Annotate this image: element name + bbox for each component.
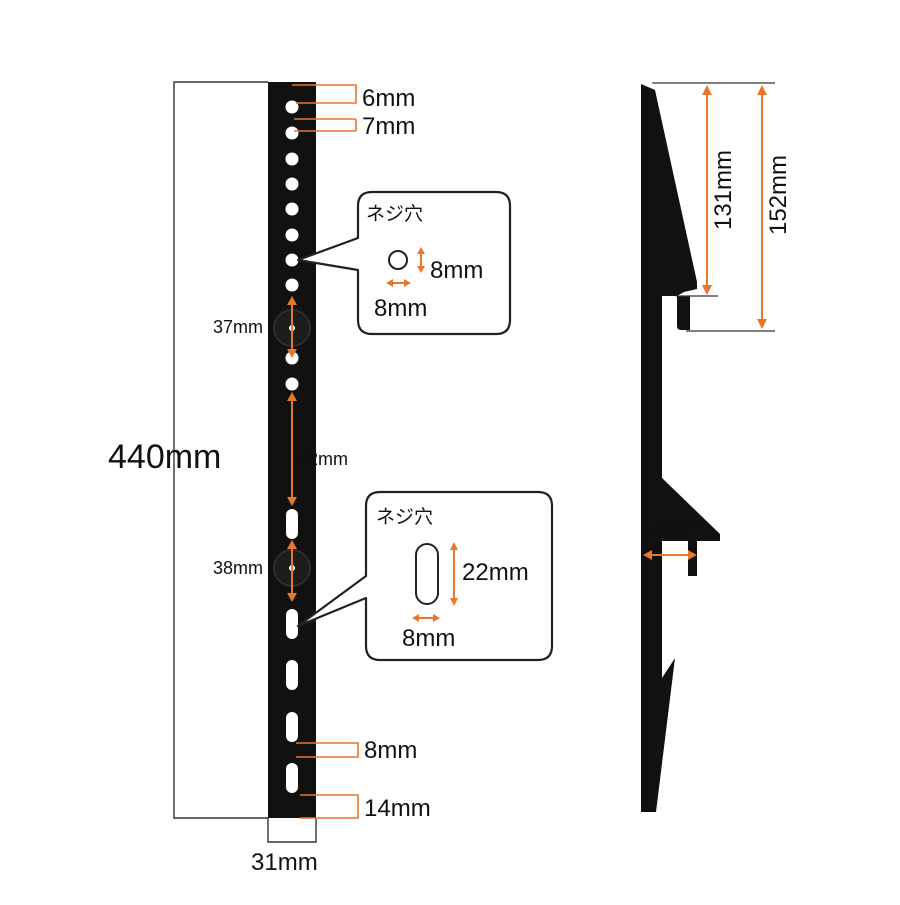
depth-label: 30mm (650, 515, 700, 535)
slot-width-label: 8mm (364, 737, 417, 764)
dim-slot-width-marker (296, 742, 359, 758)
round-hole-height-label: 8mm (430, 257, 483, 284)
front-view: 440mm 31mm 6mm 7mm 8mm 14mm 37mm 62mm 38… (108, 81, 431, 876)
slot-hole (286, 509, 298, 539)
dim-depth-arrow (643, 550, 697, 560)
slot-hole-width-label: 8mm (402, 625, 455, 652)
callout-slot-hole-title: ネジ穴 (376, 506, 433, 528)
hole-pitch-label: 7mm (362, 113, 415, 140)
pitch-lower-label: 38mm (213, 558, 263, 578)
callout-round-hole-title: ネジ穴 (366, 203, 423, 225)
round-hole (285, 152, 299, 166)
pitch-upper-label: 37mm (213, 317, 263, 337)
dim-lower-pitch-arrow (287, 540, 297, 602)
round-hole (285, 126, 299, 140)
round-hole-width-arrow (386, 279, 411, 287)
dim-hole-pitch-marker (294, 118, 356, 132)
bottom-offset-label: 14mm (364, 795, 431, 822)
width-reference-outline (267, 818, 317, 843)
round-hole (285, 377, 299, 391)
dim-top-offset-marker (292, 84, 357, 104)
slot-hole-width-arrow (412, 614, 440, 622)
callout-slot-hole: ネジ穴 22mm 8mm (296, 490, 554, 662)
dim-upper-pitch-arrow (287, 296, 297, 358)
round-hole-height-arrow (417, 247, 425, 273)
side-hook-tab (677, 296, 690, 330)
callout-round-hole: ネジ穴 8mm 8mm (296, 190, 512, 336)
round-hole (285, 202, 299, 216)
round-hole (285, 253, 299, 267)
slot-hole (286, 763, 298, 793)
round-hole (285, 278, 299, 292)
gap-middle-label: 62mm (298, 449, 348, 469)
top-offset-label: 6mm (362, 85, 415, 112)
side-view: 131mm 152mm 30mm (641, 82, 792, 812)
round-hole-sample (388, 250, 408, 270)
slot-hole (286, 609, 298, 639)
dim-hook-total-arrow (757, 85, 767, 329)
hook-depth-label: 131mm (710, 150, 737, 230)
slot-hole-height-label: 22mm (462, 559, 529, 586)
total-height-label: 440mm (108, 438, 221, 476)
round-hole-width-label: 8mm (374, 295, 427, 322)
slot-hole-height-arrow (450, 542, 458, 606)
slot-holes (286, 509, 298, 793)
slot-hole-sample (415, 543, 439, 605)
round-hole (285, 177, 299, 191)
dim-hook-depth-arrow (702, 85, 712, 295)
hook-total-label: 152mm (765, 155, 792, 235)
round-hole (285, 228, 299, 242)
side-profile (641, 84, 720, 812)
width-label: 31mm (251, 849, 318, 876)
round-hole (285, 100, 299, 114)
dim-bottom-offset-marker (300, 794, 359, 819)
height-reference-outline (173, 81, 268, 819)
slot-hole (286, 660, 298, 690)
dim-middle-gap-arrow (287, 392, 297, 506)
slot-hole (286, 712, 298, 742)
